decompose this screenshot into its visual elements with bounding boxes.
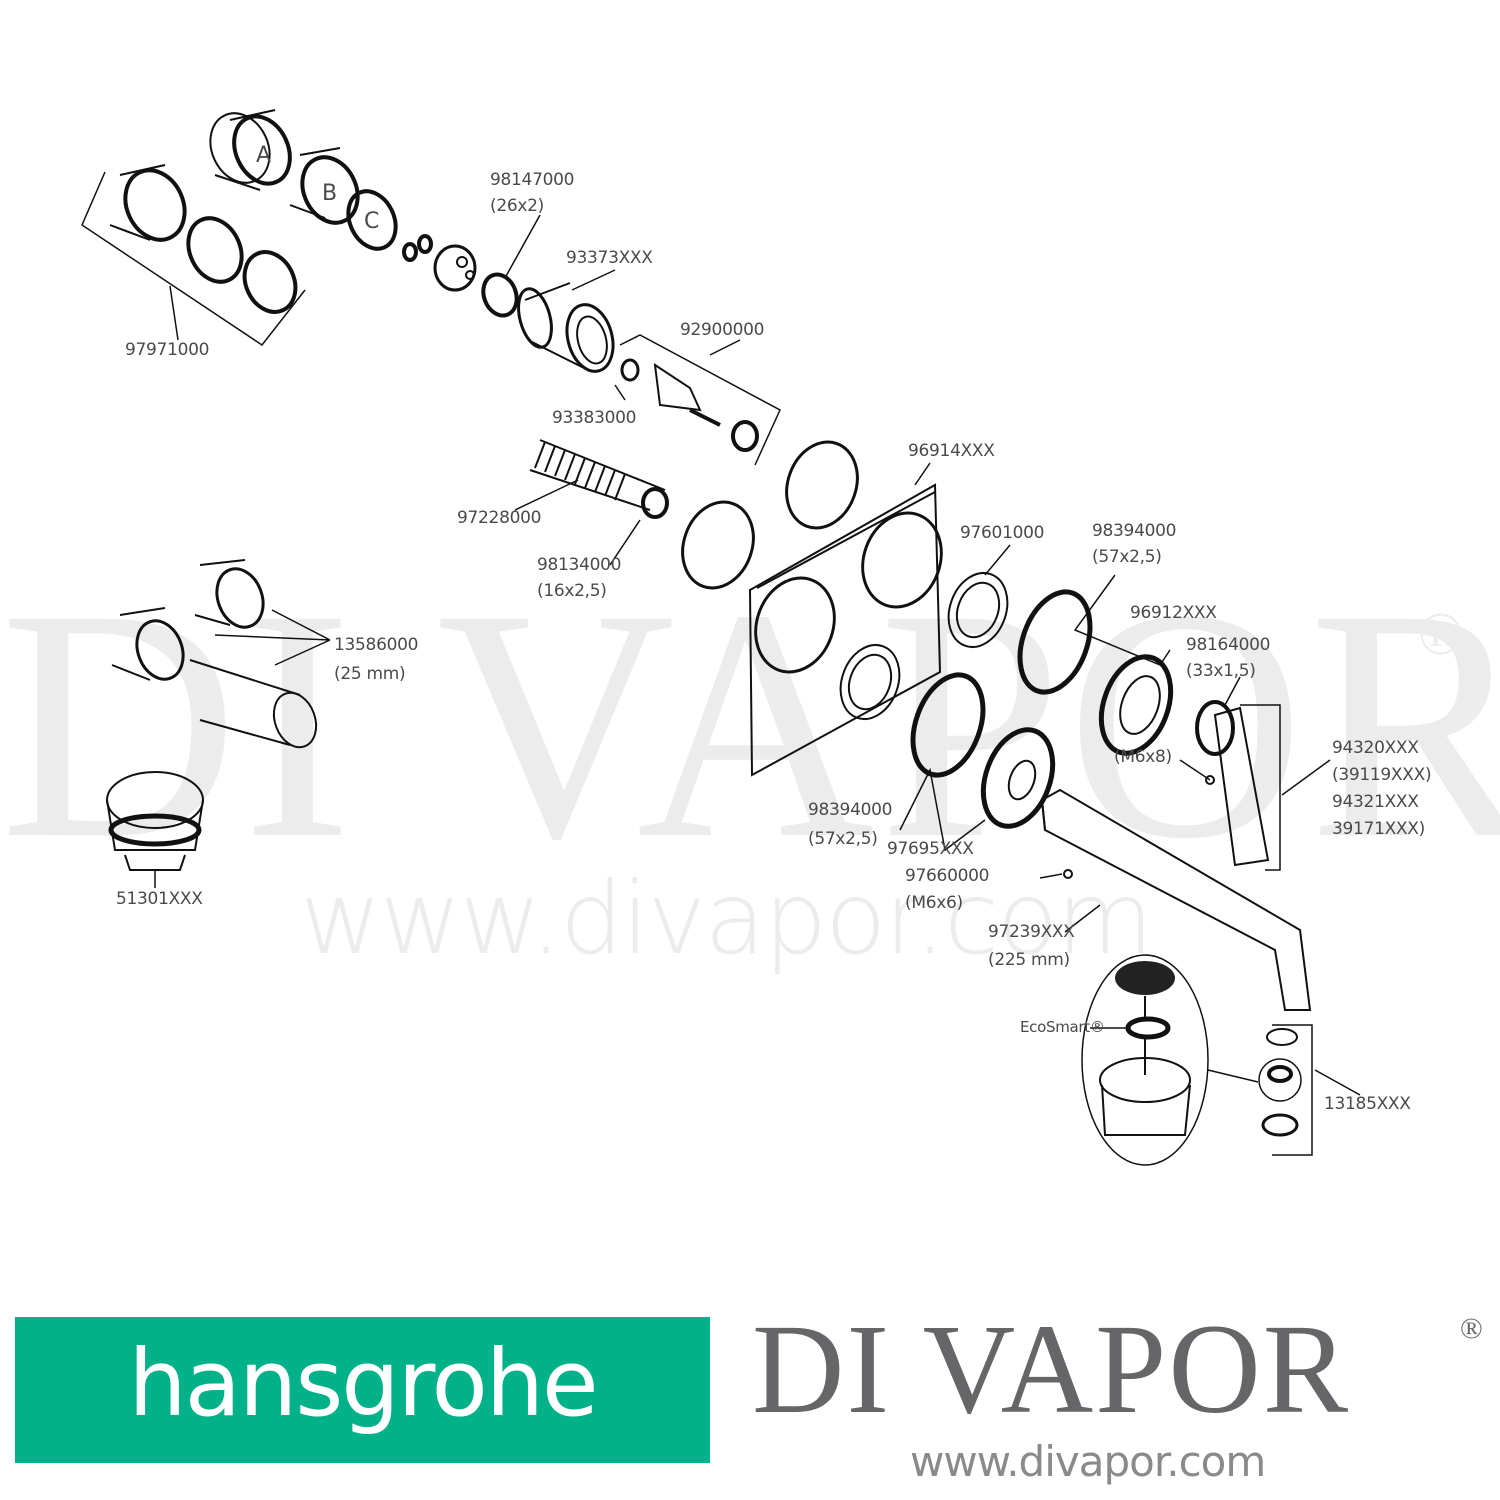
aerator-set-icon — [1207, 1024, 1313, 1156]
cap-letter-c: C — [364, 209, 380, 234]
part-label-13185XXX: 13185XXX — [1324, 1094, 1411, 1114]
hansgrohe-logo-text: hansgrohe — [128, 1329, 598, 1437]
part-label-98164000: 98164000 — [1186, 635, 1271, 655]
part-spec-m6x6: (M6x6) — [905, 893, 963, 913]
handle-adapter-icon — [111, 559, 318, 749]
part-spec-26x2: (26x2) — [490, 196, 544, 216]
divapor-url: www.divapor.com — [910, 1437, 1266, 1486]
threaded-rod-icon — [529, 439, 669, 519]
part-label-97660000: 97660000 — [905, 866, 990, 886]
cap-c-icon — [346, 189, 398, 251]
cap-set-icon — [81, 164, 306, 347]
part-label-39171XXX: 39171XXX) — [1332, 819, 1425, 839]
part-label-96912XXX: 96912XXX — [1130, 603, 1217, 623]
lever-handle-icon — [1195, 700, 1281, 871]
part-label-97239XXX: 97239XXX — [988, 922, 1075, 942]
sleeve-icon — [517, 282, 615, 373]
watermark-registered-mark: ® — [1418, 601, 1464, 667]
cap-b-icon — [289, 147, 360, 225]
part-label-13586000: 13586000 — [334, 635, 419, 655]
escutcheon-disc-upper-icon — [1098, 654, 1174, 756]
drain-plug-icon — [106, 771, 204, 871]
leader-lines — [154, 214, 1361, 1096]
cartridge-icon — [619, 334, 781, 466]
escutcheon-disc-lower-icon — [980, 727, 1056, 829]
part-label-39119XXX: (39119XXX) — [1332, 765, 1432, 785]
cap-a-icon — [209, 109, 292, 191]
part-label-97695XXX: 97695XXX — [887, 839, 974, 859]
part-label-92900000: 92900000 — [680, 320, 765, 340]
rosette-ring-right-icon — [785, 440, 859, 530]
aerator-detail-icon — [1081, 954, 1209, 1166]
part-label-97601000: 97601000 — [960, 523, 1045, 543]
part-label-93373XXX: 93373XXX — [566, 248, 653, 268]
o-ring-57x2-5-upper-icon — [1017, 589, 1093, 695]
part-label-ecosmart: EcoSmart® — [1020, 1018, 1105, 1036]
cartridge-top-icon — [433, 244, 477, 292]
part-label-97228000: 97228000 — [457, 508, 542, 528]
small-o-rings-icon — [402, 234, 433, 262]
part-label-94320XXX: 94320XXX — [1332, 738, 1419, 758]
part-label-93383000: 93383000 — [552, 408, 637, 428]
spout-icon — [1040, 788, 1312, 1011]
part-label-98394000-lower: 98394000 — [808, 800, 893, 820]
part-label-94321XXX: 94321XXX — [1332, 792, 1419, 812]
o-ring-57x2-5-lower-icon — [910, 672, 986, 778]
part-label-97971000: 97971000 — [125, 340, 210, 360]
part-spec-33x1-5: (33x1,5) — [1186, 661, 1256, 681]
part-spec-225mm: (225 mm) — [988, 950, 1070, 970]
cover-plate-icon — [748, 483, 943, 777]
part-label-98394000-upper: 98394000 — [1092, 521, 1177, 541]
part-label-m6x8: (M6x8) — [1114, 747, 1172, 767]
part-spec-25mm: (25 mm) — [334, 664, 406, 684]
hansgrohe-logo: hansgrohe — [15, 1317, 710, 1463]
watermark-url: www.divapor.com — [300, 860, 1154, 977]
rosette-ring-left-icon — [681, 500, 755, 590]
part-label-51301XXX: 51301XXX — [116, 889, 203, 909]
part-label-98147000: 98147000 — [490, 170, 575, 190]
divapor-registered-mark: ® — [1460, 1312, 1483, 1345]
part-spec-57x2-5-upper: (57x2,5) — [1092, 547, 1162, 567]
o-ring-26x2-icon — [481, 272, 519, 318]
cap-letter-a: A — [256, 143, 271, 168]
part-label-96914XXX: 96914XXX — [908, 441, 995, 461]
mounting-flange-icon — [839, 572, 1009, 720]
divapor-logo-title: DI VAPOR — [752, 1298, 1351, 1440]
part-spec-16x2-5: (16x2,5) — [537, 581, 607, 601]
cap-letter-b: B — [322, 181, 337, 206]
part-spec-57x2-5-lower: (57x2,5) — [808, 829, 878, 849]
part-label-98134000: 98134000 — [537, 555, 622, 575]
